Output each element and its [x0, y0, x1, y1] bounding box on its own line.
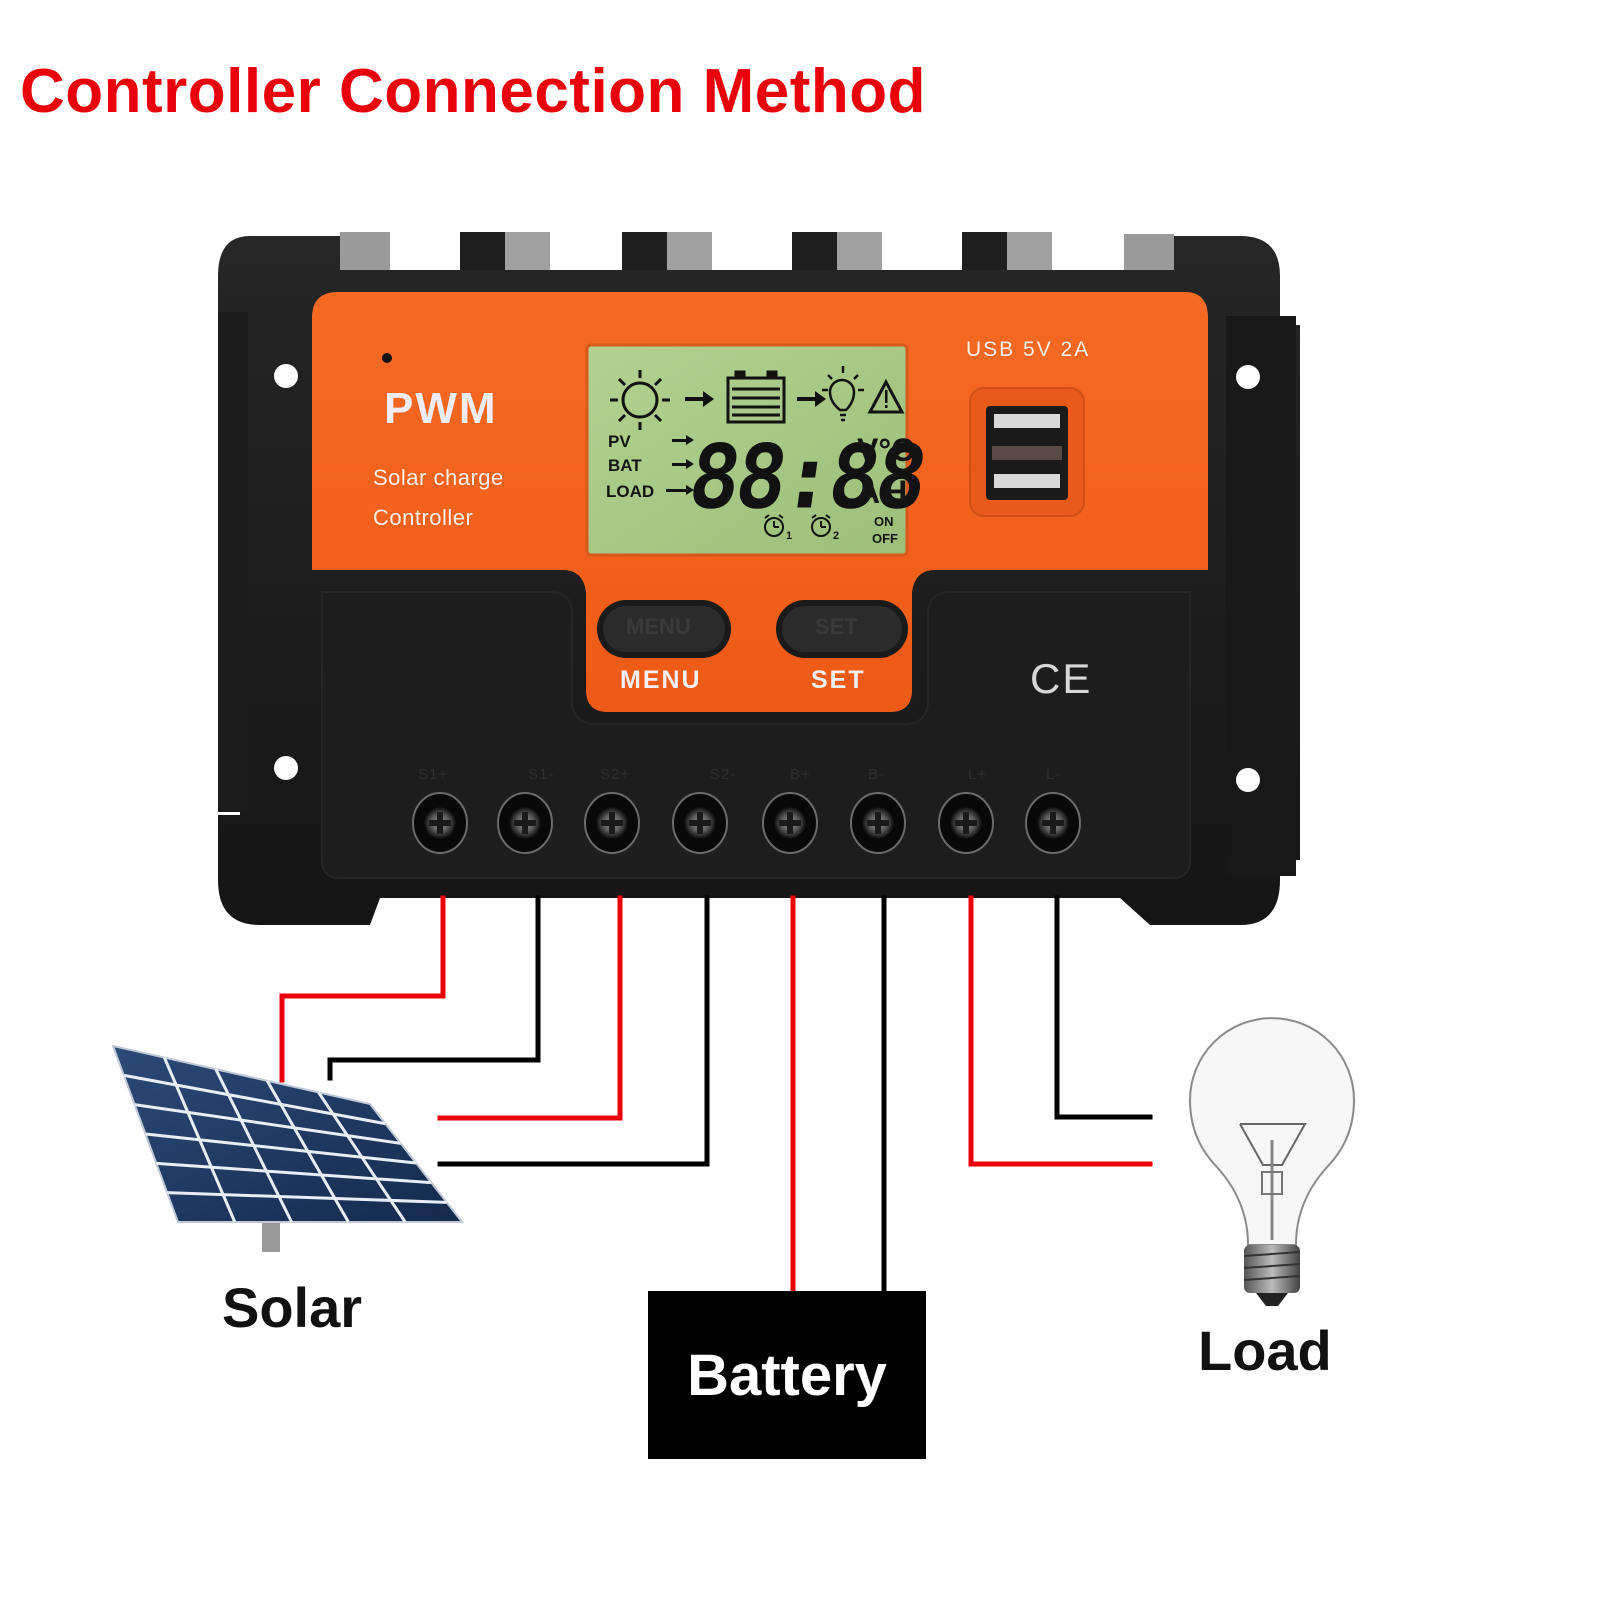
terminal-screw[interactable] — [1025, 792, 1081, 854]
panel-grid-line — [317, 1091, 407, 1223]
lcd-row-pv: PV — [608, 432, 631, 451]
terminal-screw[interactable] — [850, 792, 906, 854]
menu-button[interactable] — [597, 600, 731, 658]
mounting-hole — [274, 756, 298, 780]
terminal-screw[interactable] — [412, 792, 468, 854]
terminal-screw[interactable] — [672, 792, 728, 854]
wires — [279, 895, 1153, 1294]
terminal-screw[interactable] — [497, 792, 553, 854]
panel-grid-line — [145, 1132, 417, 1165]
panel-grid-line — [134, 1103, 401, 1145]
wire-s2-positive — [437, 895, 623, 1121]
sun-moon-icon — [610, 370, 670, 430]
terminal-label-battery-positive: B+ — [790, 766, 811, 783]
panel-grid-line — [156, 1161, 432, 1185]
top-terminal-tabs — [340, 232, 1174, 274]
warning-icon — [867, 378, 905, 414]
usb-port[interactable] — [969, 387, 1085, 517]
panel-grid-line — [265, 1080, 350, 1223]
terminal-screws — [412, 792, 1081, 854]
mounting-hole — [1236, 768, 1260, 792]
set-button[interactable] — [776, 600, 908, 658]
lcd-unit-amp-hour: AH — [857, 474, 912, 510]
controller-subtitle-line1: Solar charge — [373, 465, 504, 490]
panel-grid-line — [167, 1191, 447, 1204]
lcd-row-bat: BAT — [608, 456, 642, 475]
panel-grid-line — [214, 1068, 293, 1223]
controller-type-label: PWM — [384, 384, 498, 433]
ce-mark: CE — [1030, 655, 1093, 702]
terminal-label-s1-negative: S1- — [528, 766, 555, 783]
wire-s1-negative — [327, 895, 541, 1081]
set-button-engraving: SET — [815, 614, 858, 639]
battery-icon — [726, 370, 786, 424]
light-bulb-load-icon — [1188, 1017, 1356, 1306]
menu-button-engraving: MENU — [626, 614, 691, 639]
wire-load-negative — [1054, 895, 1153, 1120]
terminal-label-load-negative: L- — [1046, 766, 1062, 783]
load-label: Load — [1198, 1319, 1332, 1382]
panel-grid-line — [163, 1057, 237, 1223]
wire-s1-positive — [279, 895, 446, 1083]
lcd-on-label: ON — [874, 514, 894, 529]
lcd-row-load: LOAD — [606, 482, 655, 501]
terminal-label-s2-positive: S2+ — [600, 766, 631, 783]
terminal-screw[interactable] — [938, 792, 994, 854]
terminal-label-s1-positive: S1+ — [418, 766, 449, 783]
solar-panel-icon — [111, 1044, 465, 1252]
wire-s2-negative — [437, 895, 710, 1167]
row-arrows — [666, 435, 694, 495]
wire-load-positive — [968, 895, 1153, 1167]
terminal-label-battery-negative: B- — [868, 766, 885, 783]
menu-button-label: MENU — [620, 666, 702, 694]
terminal-label-load-positive: L+ — [968, 766, 988, 783]
battery-label: Battery — [687, 1342, 887, 1408]
mounting-hole — [274, 364, 298, 388]
arrow-right-icon — [797, 391, 826, 407]
lcd-timer1-index: 1 — [786, 530, 793, 542]
mounting-hole — [1236, 365, 1260, 389]
page-title: Controller Connection Method — [20, 57, 927, 126]
panel-grid-line — [123, 1073, 386, 1126]
alarm-clock-icon — [811, 514, 831, 537]
usb-rating-label: USB 5V 2A — [966, 338, 1091, 361]
solar-label: Solar — [222, 1276, 363, 1339]
light-bulb-icon — [822, 366, 864, 422]
terminal-screw[interactable] — [584, 792, 640, 854]
lcd-off-label: OFF — [872, 531, 898, 546]
indicator-led — [382, 353, 392, 363]
lcd-screen — [585, 343, 909, 557]
alarm-clock-icon — [764, 514, 784, 537]
arrow-right-icon — [685, 391, 714, 407]
lcd-unit-volt-temp: V°C — [857, 432, 915, 468]
terminal-label-s2-negative: S2- — [710, 766, 737, 783]
controller-subtitle-line2: Controller — [373, 505, 474, 530]
lcd-timer2-index: 2 — [833, 530, 840, 542]
set-button-label: SET — [811, 666, 866, 694]
terminal-screw[interactable] — [762, 792, 818, 854]
battery-block: Battery — [648, 1291, 926, 1459]
